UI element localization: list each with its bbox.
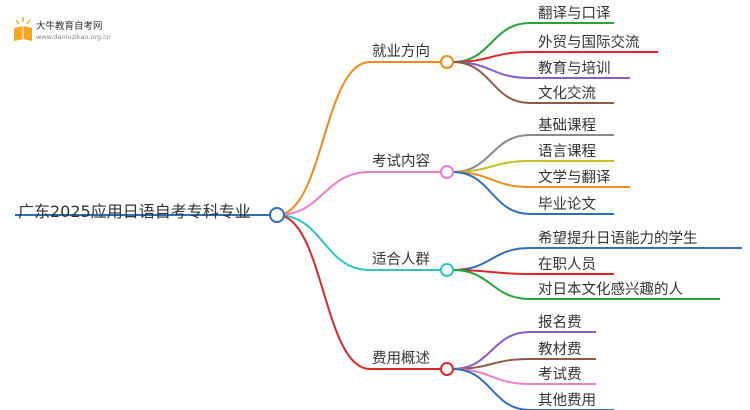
leaf-connector [452,368,531,410]
leaf-topic: 对日本文化感兴趣的人 [538,282,683,298]
branch-node [440,165,454,179]
root-topic: 广东2025应用日语自考专科专业 [18,202,251,221]
branch-connector [276,214,371,370]
branch-node [440,362,454,376]
leaf-topic: 语言课程 [538,144,596,160]
leaf-topic: 翻译与口译 [538,6,611,22]
brand-name: 大牛教育自考网 [36,21,103,32]
leaf-connector [452,247,531,271]
leaf-topic: 文学与翻译 [538,170,611,186]
branch-node [440,263,454,277]
branch-connector [276,214,371,271]
brand-site: www.daniuzikao.org.cn [36,33,111,41]
leaf-topic: 考试费 [538,367,582,383]
leaf-connector [452,269,531,300]
branch-topic: 考试内容 [372,154,430,170]
root-node [269,207,285,223]
branch-topic: 适合人群 [372,252,430,268]
leaf-topic: 在职人员 [538,257,596,273]
leaf-topic: 其他费用 [538,393,596,409]
leaf-topic: 文化交流 [538,86,596,102]
branch-connector [276,61,371,216]
branch-topic: 就业方向 [372,44,430,60]
branch-topic: 费用概述 [372,351,430,367]
leaf-topic: 教材费 [538,342,582,358]
branch-node [440,55,454,69]
leaf-topic: 报名费 [538,315,582,331]
leaf-topic: 毕业论文 [538,197,596,213]
leaf-topic: 基础课程 [538,118,596,134]
leaf-topic: 外贸与国际交流 [538,35,640,51]
leaf-topic: 希望提升日语能力的学生 [538,231,698,247]
leaf-topic: 教育与培训 [538,61,611,77]
brand-logo: 大牛教育自考网 www.daniuzikao.org.cn [12,12,142,52]
branch-connector [276,171,371,216]
book-logo-icon [14,17,32,41]
leaf-connector [452,61,531,104]
leaf-connector [452,171,531,215]
